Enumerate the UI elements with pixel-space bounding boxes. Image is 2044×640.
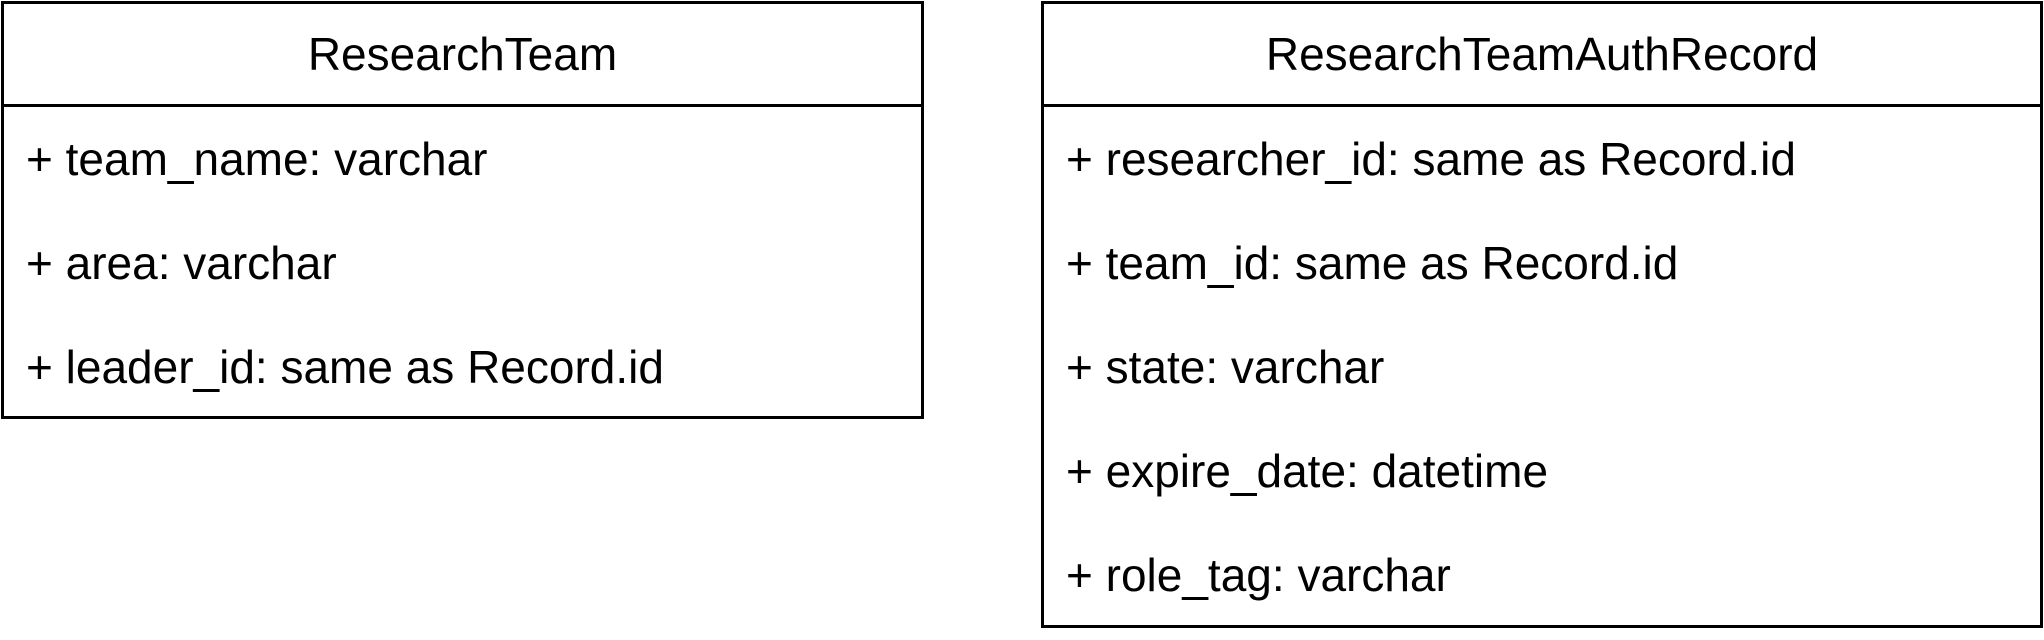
class-box-research-team[interactable]: ResearchTeam + team_name: varchar + area… (1, 1, 924, 419)
attribute-expire-date: + expire_date: datetime (1066, 445, 1549, 497)
attribute-leader-id: + leader_id: same as Record.id (26, 341, 664, 393)
attribute-list-research-team: + team_name: varchar + area: varchar + l… (4, 107, 921, 419)
attribute-researcher-id: + researcher_id: same as Record.id (1066, 133, 1796, 185)
attribute-team-id: + team_id: same as Record.id (1066, 237, 1679, 289)
attribute-state: + state: varchar (1066, 341, 1385, 393)
class-box-research-team-auth-record[interactable]: ResearchTeamAuthRecord + researcher_id: … (1041, 1, 2043, 628)
attribute-team-name: + team_name: varchar (26, 133, 488, 185)
attribute-role-tag: + role_tag: varchar (1066, 549, 1451, 601)
attribute-list-research-team-auth-record: + researcher_id: same as Record.id + tea… (1044, 107, 2040, 627)
attribute-area: + area: varchar (26, 237, 337, 289)
class-name-research-team-auth-record: ResearchTeamAuthRecord (1044, 4, 2040, 107)
class-name-research-team: ResearchTeam (4, 4, 921, 107)
